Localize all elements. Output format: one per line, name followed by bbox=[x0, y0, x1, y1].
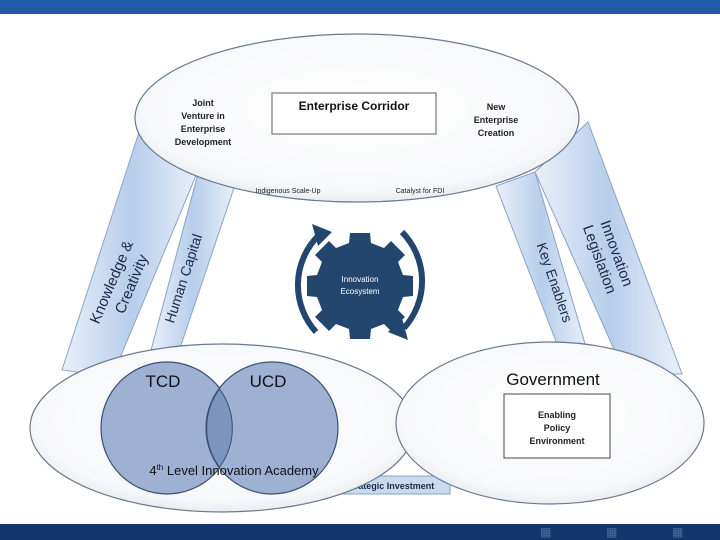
policy-line-2: Policy bbox=[544, 423, 571, 433]
joint-venture-line-2: Venture in bbox=[181, 111, 225, 121]
government-ellipse: Government Enabling Policy Environment bbox=[395, 341, 705, 505]
ucd-circle bbox=[205, 361, 339, 495]
new-enterprise-line-2: Enterprise bbox=[474, 115, 519, 125]
joint-venture-line-3: Enterprise bbox=[181, 124, 226, 134]
policy-line-3: Environment bbox=[529, 436, 584, 446]
new-enterprise-line-1: New bbox=[487, 102, 507, 112]
decorative-icon: ▦ bbox=[606, 525, 618, 539]
decorative-icon: ▦ bbox=[672, 525, 684, 539]
circle-overlap bbox=[206, 388, 233, 468]
policy-box bbox=[503, 393, 611, 459]
tcd-label: TCD bbox=[146, 372, 181, 391]
catalyst-fdi-label: Catalyst for FDI bbox=[396, 188, 445, 195]
innovation-diagram: Knowledge & Creativity Human Capital Key… bbox=[0, 14, 720, 524]
top-accent-bar bbox=[0, 0, 720, 14]
joint-venture-line-4: Development bbox=[175, 137, 232, 147]
joint-venture-line-1: Joint bbox=[192, 98, 214, 108]
policy-line-1: Enabling bbox=[538, 410, 576, 420]
enterprise-corridor-title: Enterprise Corridor bbox=[299, 99, 410, 113]
enterprise-corridor-box bbox=[271, 92, 437, 135]
indigenous-scale-up-label: Indigenous Scale-Up bbox=[256, 188, 321, 195]
ucd-label: UCD bbox=[250, 372, 287, 391]
new-enterprise-line-3: Creation bbox=[478, 128, 515, 138]
enterprise-ellipse: Enterprise Corridor Joint Venture in Ent… bbox=[134, 33, 580, 203]
ecosystem-line-2: Ecosystem bbox=[340, 287, 379, 296]
gear-icon bbox=[307, 233, 413, 339]
cycle-arrowhead-left-icon bbox=[312, 224, 332, 246]
ecosystem-line-1: Innovation bbox=[342, 275, 379, 284]
cycle-arrow-left-icon bbox=[294, 233, 321, 335]
strategic-investment-label: Strategic Investment bbox=[346, 481, 435, 491]
academy-ellipse: TCD UCD 4th Level Innovation Academy bbox=[29, 343, 415, 513]
bottom-accent-bar bbox=[0, 524, 720, 540]
pillar-innovation-legislation: Innovation Legislation bbox=[534, 121, 683, 375]
innovation-ecosystem-gear: Innovation Ecosystem bbox=[294, 224, 426, 340]
academy-label: 4th Level Innovation Academy bbox=[149, 463, 319, 478]
cycle-arrowhead-right-icon bbox=[388, 318, 408, 340]
decorative-icon: ▦ bbox=[540, 525, 552, 539]
government-title: Government bbox=[506, 370, 600, 389]
cycle-arrow-right-icon bbox=[399, 229, 426, 331]
